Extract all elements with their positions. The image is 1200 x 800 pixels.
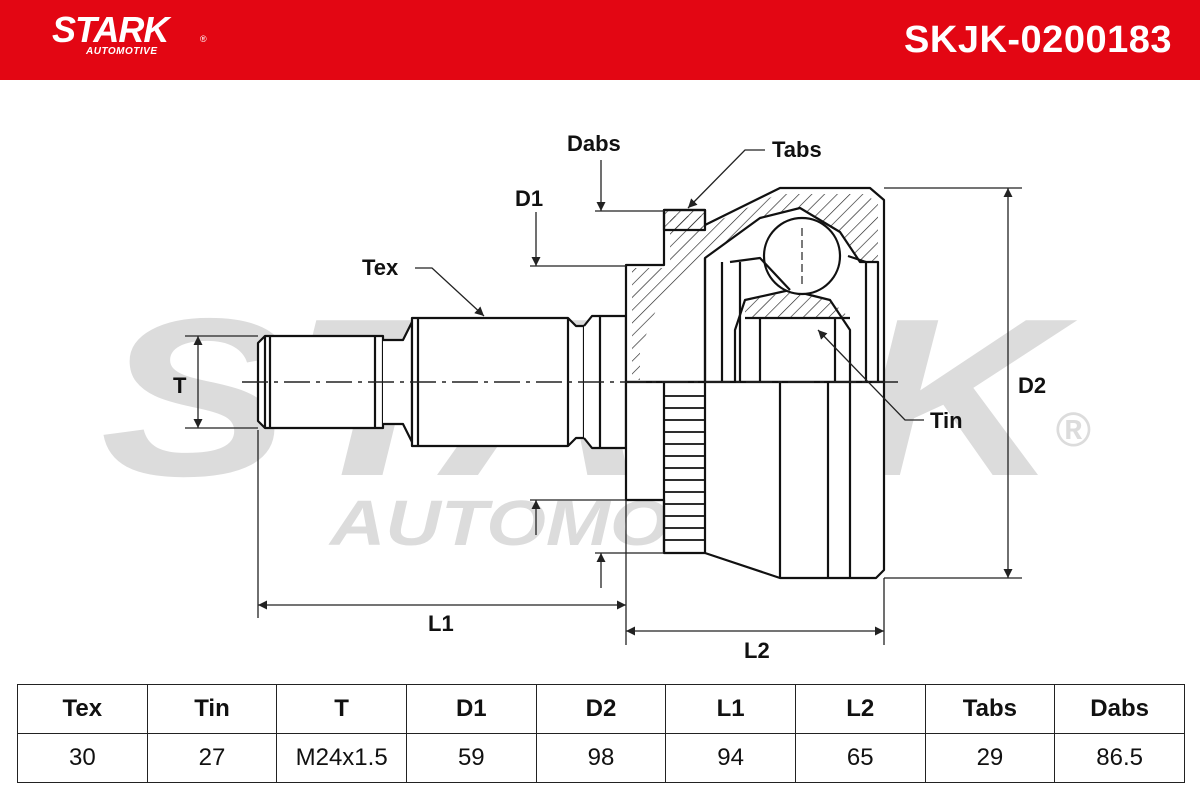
header-dabs: Dabs — [1054, 684, 1185, 734]
label-tex: Tex — [362, 255, 399, 280]
watermark-registered: ® — [1055, 404, 1091, 457]
header-t: T — [276, 684, 407, 734]
technical-drawing: STARK AUTOMOTIVE ® — [0, 80, 1200, 680]
label-dabs: Dabs — [567, 131, 621, 156]
logo-name: STARK — [52, 9, 169, 50]
abs-ring — [664, 395, 705, 541]
header-d2: D2 — [535, 684, 667, 734]
label-d2: D2 — [1018, 373, 1046, 398]
spec-table: Tex Tin T D1 D2 L1 L2 Tabs Dabs 30 27 M2… — [17, 684, 1185, 783]
stark-logo: STARK AUTOMOTIVE — [52, 9, 169, 58]
value-dabs: 86.5 — [1054, 733, 1185, 783]
header-l1: L1 — [665, 684, 796, 734]
part-code: SKJK-0200183 — [904, 19, 1172, 61]
dimension-lines — [185, 149, 1022, 645]
logo-registered-mark: ® — [200, 34, 207, 44]
header-tin: Tin — [146, 684, 278, 734]
value-t: M24x1.5 — [276, 733, 407, 783]
label-d1: D1 — [515, 186, 543, 211]
header-d1: D1 — [405, 684, 537, 734]
label-l2: L2 — [744, 638, 770, 663]
label-tabs: Tabs — [772, 137, 822, 162]
value-tabs: 29 — [924, 733, 1056, 783]
value-d2: 98 — [535, 733, 667, 783]
value-l1: 94 — [665, 733, 796, 783]
header-bar: STARK AUTOMOTIVE ® SKJK-0200183 — [0, 0, 1200, 80]
housing-lower-exterior — [624, 380, 886, 580]
header-l2: L2 — [794, 684, 926, 734]
spec-table-value-row: 30 27 M24x1.5 59 98 94 65 29 86.5 — [17, 733, 1185, 783]
header-tabs: Tabs — [924, 684, 1056, 734]
label-l1: L1 — [428, 611, 454, 636]
header-tex: Tex — [17, 684, 148, 734]
label-t: T — [173, 373, 187, 398]
value-tin: 27 — [146, 733, 278, 783]
label-tin: Tin — [930, 408, 963, 433]
logo-subtitle: AUTOMOTIVE — [86, 46, 158, 57]
value-d1: 59 — [405, 733, 537, 783]
spec-table-header-row: Tex Tin T D1 D2 L1 L2 Tabs Dabs — [17, 684, 1185, 734]
value-tex: 30 — [17, 733, 148, 783]
value-l2: 65 — [794, 733, 926, 783]
